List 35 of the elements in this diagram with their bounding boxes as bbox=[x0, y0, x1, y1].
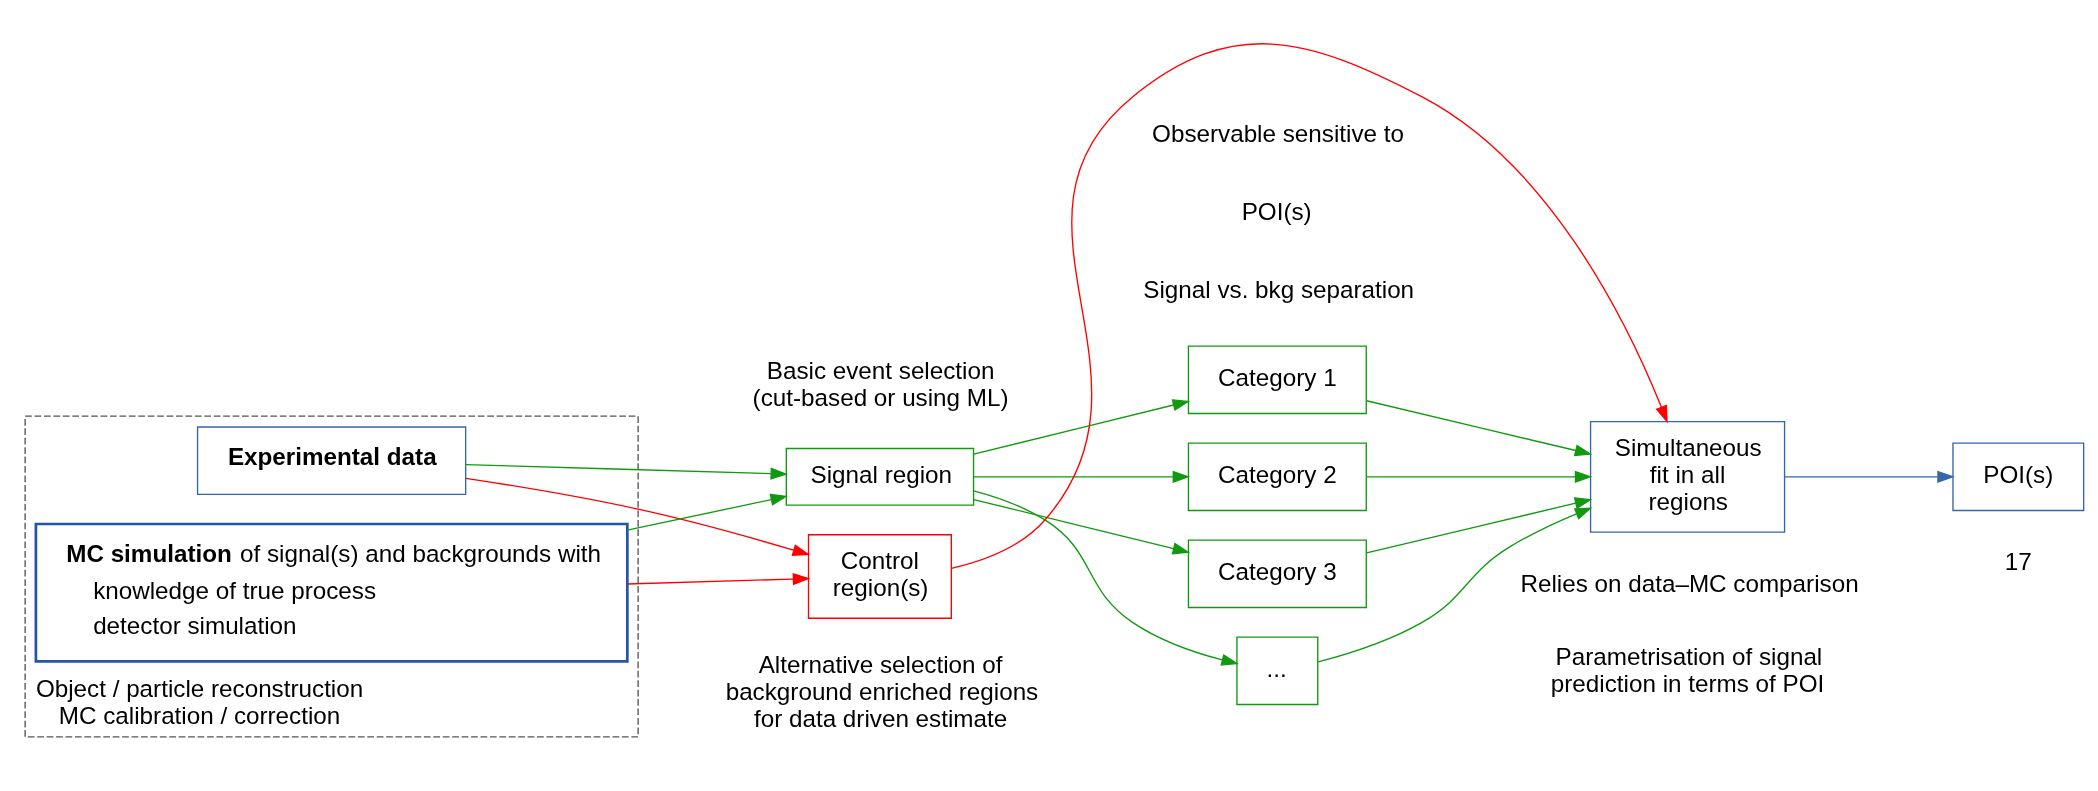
node-box: Category 3 bbox=[1187, 539, 1367, 609]
node-label: MC calibration / correction bbox=[58, 701, 341, 729]
node-label: Basic event selection (cut-based or using ML) bbox=[752, 357, 1009, 411]
arrow bbox=[973, 498, 1191, 555]
arrow bbox=[465, 477, 811, 556]
node-box: Control region(s) bbox=[807, 534, 952, 619]
node-box: Experimental data bbox=[196, 426, 467, 495]
arrow bbox=[465, 463, 788, 480]
arrow bbox=[1784, 470, 1955, 483]
node-box: Category 1 bbox=[1187, 345, 1367, 415]
arrow bbox=[973, 399, 1191, 455]
arrow bbox=[1317, 507, 1593, 663]
arrow bbox=[626, 572, 811, 586]
arrow bbox=[1365, 400, 1593, 457]
cluster bbox=[24, 415, 639, 738]
arrow bbox=[972, 490, 1239, 666]
node-box: Signal region bbox=[785, 447, 975, 506]
node-box: MC simulation of signal(s) and backgrounds with knowledge of true process detector simulation bbox=[34, 522, 629, 663]
node-label: Object / particle reconstruction bbox=[35, 674, 364, 702]
label: Observable sensitive to bbox=[1152, 119, 1404, 147]
arrow bbox=[950, 43, 1668, 569]
label: POI(s) bbox=[1241, 198, 1312, 226]
arrow bbox=[626, 493, 788, 531]
node-label: Parametrisation of signal prediction in terms of POI bbox=[1550, 642, 1825, 697]
node-box: ... bbox=[1236, 636, 1319, 706]
node-box: Simultaneous fit in all regions bbox=[1589, 420, 1786, 533]
arrow bbox=[1365, 470, 1593, 483]
label: 17 bbox=[2004, 548, 2032, 576]
node-label: Alternative selection of background enriched regions for data driven estimate bbox=[725, 650, 1039, 732]
node-label: Relies on data–MC comparison bbox=[1520, 569, 1859, 597]
node-box: Category 2 bbox=[1187, 442, 1367, 512]
arrow bbox=[1365, 497, 1593, 554]
arrow bbox=[973, 470, 1191, 483]
node-box: POI(s) bbox=[1952, 442, 2085, 512]
label: Signal vs. bkg separation bbox=[1143, 276, 1415, 304]
